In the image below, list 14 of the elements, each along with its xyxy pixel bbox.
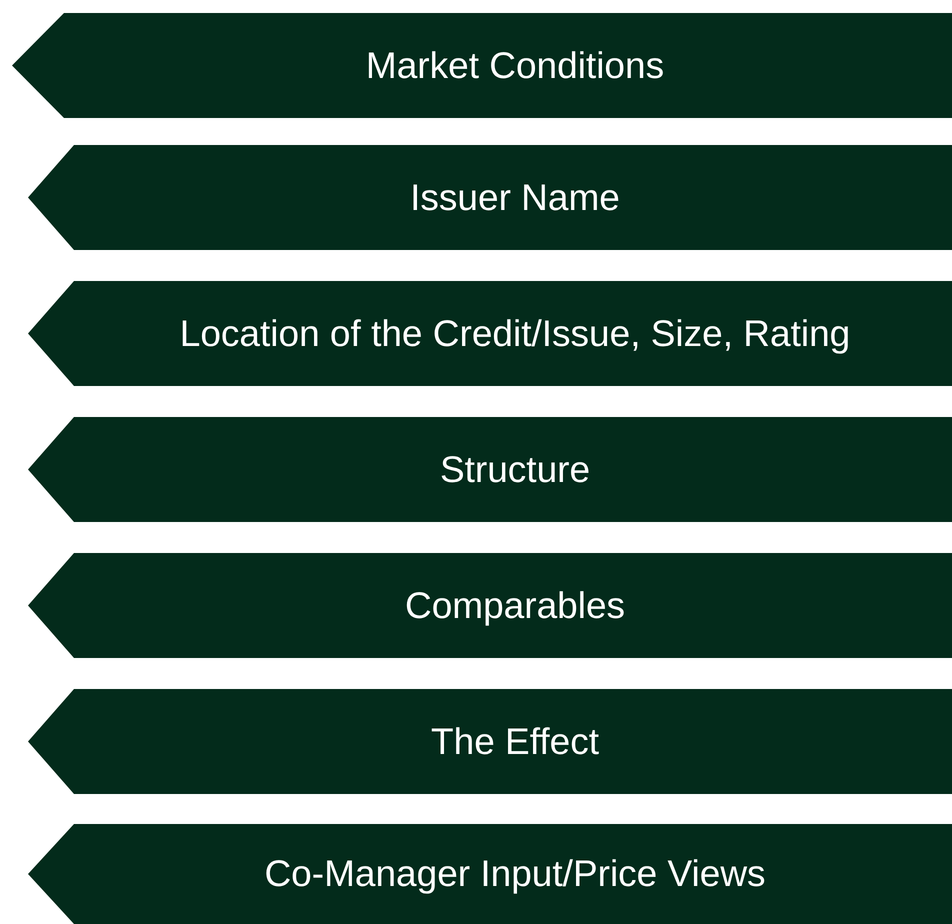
arrow-band <box>28 824 952 924</box>
arrow-band <box>28 689 952 794</box>
band-label: Market Conditions <box>366 44 664 86</box>
band-label: Structure <box>440 448 590 490</box>
arrow-band <box>28 145 952 250</box>
band-label: Location of the Credit/Issue, Size, Rating <box>180 312 850 354</box>
band-label: Issuer Name <box>410 176 620 218</box>
band-label: Comparables <box>404 584 626 626</box>
band-label: Co-Manager Input/Price Views <box>264 853 766 895</box>
arrow-band <box>28 553 952 658</box>
arrow-band <box>28 417 952 522</box>
arrow-band <box>12 13 952 118</box>
band-label: The Effect <box>431 720 599 762</box>
arrow-band <box>28 281 952 386</box>
